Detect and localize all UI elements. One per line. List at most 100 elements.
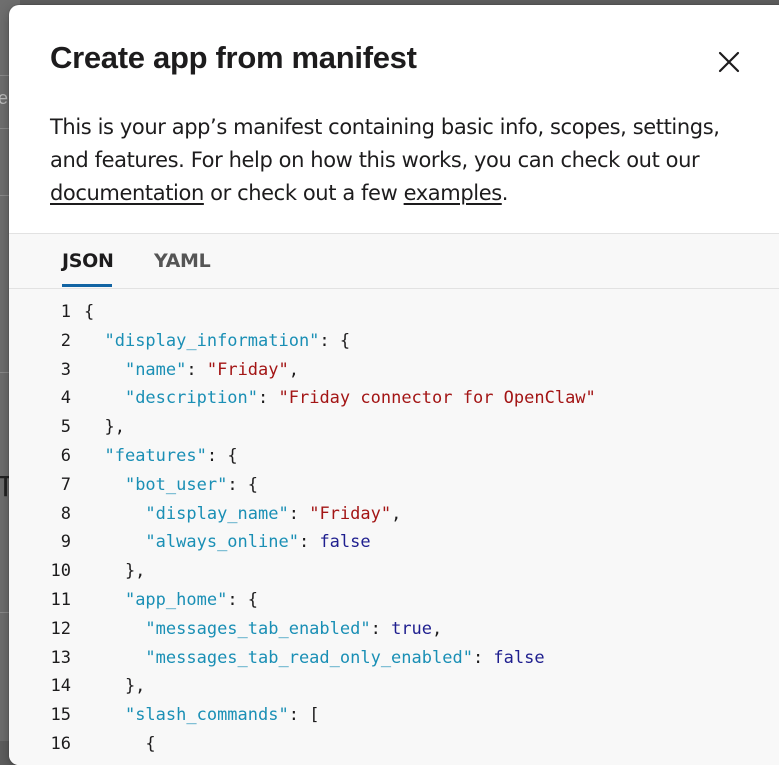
create-app-modal: Create app from manifest This is your ap… [9, 5, 779, 765]
code-token: : [298, 532, 320, 553]
active-tab-indicator [62, 284, 112, 287]
code-text: "slash_commands": [ [84, 701, 319, 730]
tab-yaml[interactable]: YAML [154, 250, 211, 272]
code-text: { [84, 298, 94, 327]
code-text: "always_online": false [84, 528, 371, 557]
code-token: true [391, 618, 433, 639]
code-token [84, 446, 104, 466]
code-token: }, [84, 676, 146, 697]
code-token: "display_information" [104, 330, 320, 351]
code-text: "description": "Friday connector for Ope… [84, 384, 596, 413]
line-number: 11 [50, 590, 71, 610]
tab-json[interactable]: JSON [62, 250, 114, 272]
code-token: : { [206, 446, 238, 466]
code-token: "always_online" [145, 532, 299, 553]
code-token: : [186, 359, 207, 380]
code-token: { [84, 302, 95, 322]
line-number: 16 [50, 734, 71, 754]
code-token: : { [227, 590, 259, 610]
line-number: 8 [60, 503, 71, 524]
code-token: : { [319, 330, 351, 351]
code-token: "messages_tab_enabled" [145, 618, 371, 639]
code-token: : [ [288, 705, 320, 726]
modal-description: This is your app’s manifest containing b… [50, 111, 750, 210]
code-token: , [432, 618, 443, 639]
documentation-link[interactable]: documentation [50, 181, 204, 205]
modal-title: Create app from manifest [50, 40, 417, 75]
line-number: 1 [60, 302, 71, 322]
code-text: }, [84, 557, 145, 586]
intro-text: or check out a few [203, 181, 404, 205]
line-number: 13 [50, 647, 71, 668]
code-token: false [319, 532, 371, 553]
line-number: 9 [60, 532, 71, 553]
code-text: }, [84, 672, 145, 701]
format-tabs: JSON YAML [9, 233, 779, 289]
code-token: false [493, 647, 545, 668]
code-token: "slash_commands" [124, 705, 289, 726]
code-token [84, 648, 145, 668]
line-number: 14 [50, 676, 71, 697]
line-number: 15 [50, 705, 71, 726]
code-token: "bot_user" [124, 474, 228, 495]
line-number: 6 [60, 446, 71, 466]
line-number: 12 [50, 618, 71, 639]
code-token: , [288, 359, 299, 380]
code-token: "name" [124, 359, 187, 380]
line-number: 10 [50, 561, 71, 582]
code-token [84, 532, 145, 552]
backdrop-divider [0, 75, 12, 76]
code-text: }, [84, 413, 125, 442]
code-token: "display_name" [145, 503, 289, 524]
code-token [84, 590, 125, 610]
code-token: : [288, 503, 310, 524]
intro-text: . [501, 181, 509, 205]
code-token: "Friday" [309, 503, 392, 524]
code-text: "name": "Friday", [84, 356, 299, 385]
code-token: }, [84, 417, 125, 438]
code-token: : [370, 618, 392, 639]
code-token: }, [84, 561, 146, 582]
line-number: 4 [60, 388, 71, 409]
code-token: { [84, 734, 156, 754]
code-token: , [391, 503, 402, 524]
examples-link[interactable]: examples [403, 181, 503, 205]
code-token [84, 504, 145, 524]
code-token: : [258, 388, 279, 409]
code-text: "display_name": "Friday", [84, 500, 401, 529]
code-token: "Friday connector for OpenClaw" [278, 388, 596, 409]
code-text: "bot_user": { [84, 471, 258, 500]
code-token: "features" [104, 446, 207, 466]
line-number: 5 [60, 417, 71, 438]
backdrop-divider [0, 128, 12, 129]
code-token: "app_home" [124, 590, 228, 610]
code-token: "description" [124, 388, 259, 409]
line-number: 2 [60, 330, 71, 351]
backdrop-divider [0, 372, 12, 373]
code-token [84, 705, 125, 725]
code-token: : [472, 647, 494, 668]
close-icon [718, 51, 740, 73]
code-text: "display_information": { [84, 327, 350, 356]
code-token [84, 619, 145, 639]
code-text: { [84, 730, 156, 759]
code-text: "features": { [84, 442, 238, 471]
code-token [84, 388, 125, 408]
close-button[interactable] [711, 44, 747, 80]
manifest-code-editor[interactable]: 1{2 "display_information": {3 "name": "F… [9, 289, 779, 765]
code-text: "messages_tab_enabled": true, [84, 615, 442, 644]
code-token [84, 360, 125, 380]
line-number: 7 [60, 474, 71, 495]
code-token: : { [227, 474, 259, 495]
backdrop-divider [0, 612, 12, 613]
code-token: "messages_tab_read_only_enabled" [145, 647, 473, 668]
intro-text: This is your app’s manifest containing b… [50, 115, 720, 172]
backdrop-divider [0, 195, 12, 196]
line-number: 3 [60, 359, 71, 380]
code-token: "Friday" [206, 359, 289, 380]
code-text: "messages_tab_read_only_enabled": false [84, 644, 545, 673]
backdrop-partial-text: e [0, 88, 9, 108]
code-text: "app_home": { [84, 586, 258, 615]
code-token [84, 475, 125, 495]
code-token [84, 331, 104, 351]
